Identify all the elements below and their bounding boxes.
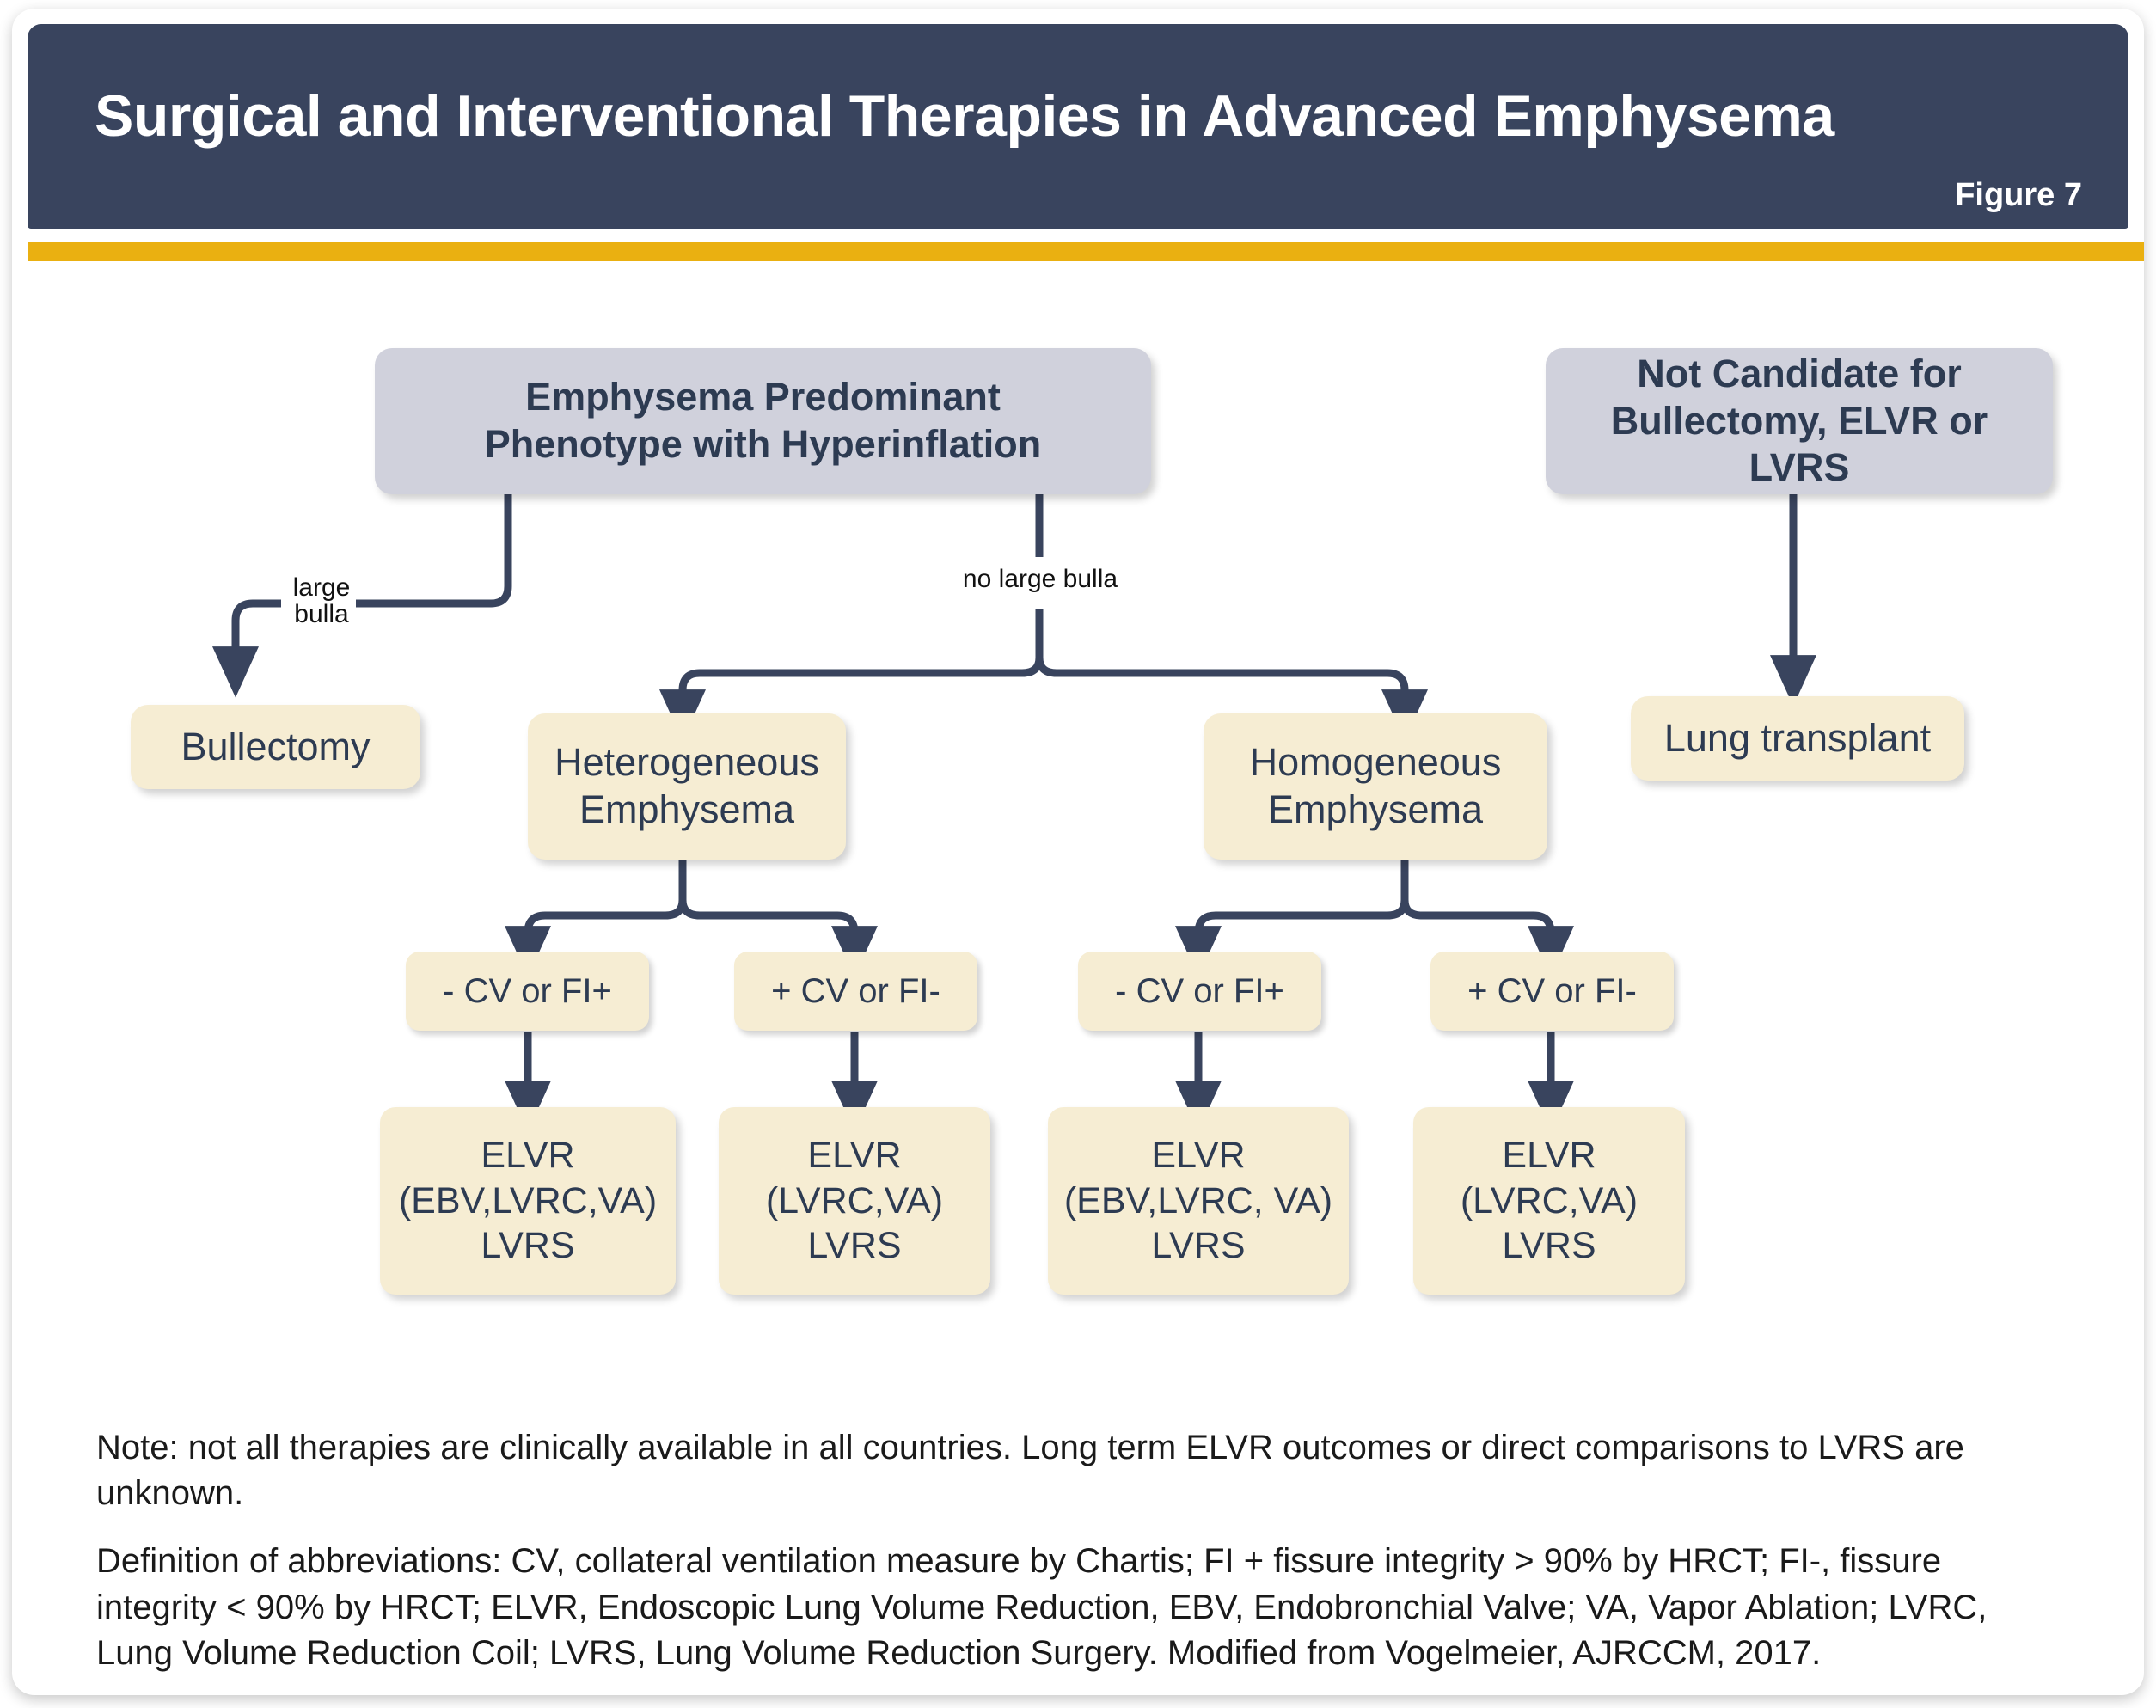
footnote-abbreviations: Definition of abbreviations: CV, collate… (96, 1542, 1988, 1672)
node-criteria-4-label: + CV or FI- (1467, 971, 1637, 1010)
node-treatment-2-line3: LVRS (807, 1225, 902, 1267)
edge-phenotype-to-bulla-h (356, 494, 512, 608)
node-treatment-3[interactable]: ELVR (EBV,LVRC, VA) LVRS (1048, 1107, 1349, 1295)
node-not-candidate-line1: Not Candidate for (1637, 351, 1962, 395)
footnote-note: Note: not all therapies are clinically a… (96, 1429, 1964, 1513)
node-emphysema-phenotype[interactable]: Emphysema Predominant Phenotype with Hyp… (375, 348, 1151, 494)
node-treatment-1-line1: ELVR (481, 1135, 575, 1177)
node-treatment-4-line1: ELVR (1502, 1135, 1596, 1177)
node-criteria-2[interactable]: + CV or FI- (734, 952, 977, 1031)
node-homogeneous-line2: Emphysema (1267, 787, 1484, 831)
page-title: Surgical and Interventional Therapies in… (95, 83, 1834, 149)
edge-bulla-to-bullectomy (212, 599, 281, 698)
node-treatment-1-line3: LVRS (481, 1225, 575, 1267)
node-criteria-3-label: - CV or FI+ (1115, 971, 1284, 1010)
edge-heterogeneous-to-crit2 (678, 860, 879, 977)
node-criteria-1[interactable]: - CV or FI+ (406, 952, 649, 1031)
node-treatment-2[interactable]: ELVR (LVRC,VA) LVRS (719, 1107, 990, 1295)
edge-label-large-bulla: large bulla (292, 573, 351, 629)
edge-homogeneous-to-crit3 (1175, 860, 1409, 977)
edge-heterogeneous-to-crit1 (505, 860, 687, 977)
node-emphysema-phenotype-line1: Emphysema Predominant (525, 375, 1001, 419)
node-not-candidate[interactable]: Not Candidate for Bullectomy, ELVR or LV… (1546, 348, 2053, 494)
node-lung-transplant[interactable]: Lung transplant (1631, 696, 1964, 781)
node-criteria-2-label: + CV or FI- (771, 971, 940, 1010)
node-bullectomy-label: Bullectomy (181, 724, 371, 768)
node-homogeneous-line1: Homogeneous (1249, 740, 1502, 785)
node-criteria-1-label: - CV or FI+ (443, 971, 612, 1010)
node-emphysema-phenotype-line2: Phenotype with Hyperinflation (484, 422, 1042, 466)
node-heterogeneous-line1: Heterogeneous (554, 740, 819, 785)
node-criteria-4[interactable]: + CV or FI- (1430, 952, 1674, 1031)
header-bar: Surgical and Interventional Therapies in… (28, 24, 2128, 229)
node-treatment-1-line2: (EBV,LVRC,VA) (398, 1179, 658, 1221)
node-treatment-4-line3: LVRS (1502, 1225, 1596, 1267)
edge-label-no-large-bulla: no large bulla (962, 565, 1118, 593)
node-bullectomy[interactable]: Bullectomy (131, 705, 420, 789)
node-treatment-2-line2: (LVRC,VA) (765, 1179, 944, 1221)
footnotes: Note: not all therapies are clinically a… (96, 1425, 2065, 1676)
node-criteria-3[interactable]: - CV or FI+ (1078, 952, 1321, 1031)
node-heterogeneous-line2: Emphysema (579, 787, 795, 831)
node-not-candidate-line2: Bullectomy, ELVR or LVRS (1610, 398, 1988, 490)
node-lung-transplant-label: Lung transplant (1663, 715, 1932, 760)
figure-card: Surgical and Interventional Therapies in… (12, 9, 2144, 1695)
figure-number-label: Figure 7 (1955, 177, 2082, 213)
node-treatment-4-line2: (LVRC,VA) (1460, 1179, 1638, 1221)
gold-divider-rule (28, 242, 2144, 261)
node-treatment-3-line2: (EBV,LVRC, VA) (1063, 1179, 1333, 1221)
node-treatment-3-line3: LVRS (1151, 1225, 1246, 1267)
node-heterogeneous-emphysema[interactable]: Heterogeneous Emphysema (528, 713, 846, 860)
flowchart-canvas: Emphysema Predominant Phenotype with Hyp… (12, 266, 2144, 1436)
node-treatment-2-line1: ELVR (807, 1135, 902, 1177)
connector-layer (212, 494, 1817, 1132)
node-treatment-3-line1: ELVR (1151, 1135, 1246, 1177)
edge-split-to-heterogeneous (659, 657, 1044, 741)
node-homogeneous-emphysema[interactable]: Homogeneous Emphysema (1204, 713, 1547, 860)
node-treatment-1[interactable]: ELVR (EBV,LVRC,VA) LVRS (380, 1107, 676, 1295)
edge-split-to-homogeneous (1035, 657, 1429, 741)
edge-homogeneous-to-crit4 (1400, 860, 1575, 977)
node-treatment-4[interactable]: ELVR (LVRC,VA) LVRS (1413, 1107, 1685, 1295)
